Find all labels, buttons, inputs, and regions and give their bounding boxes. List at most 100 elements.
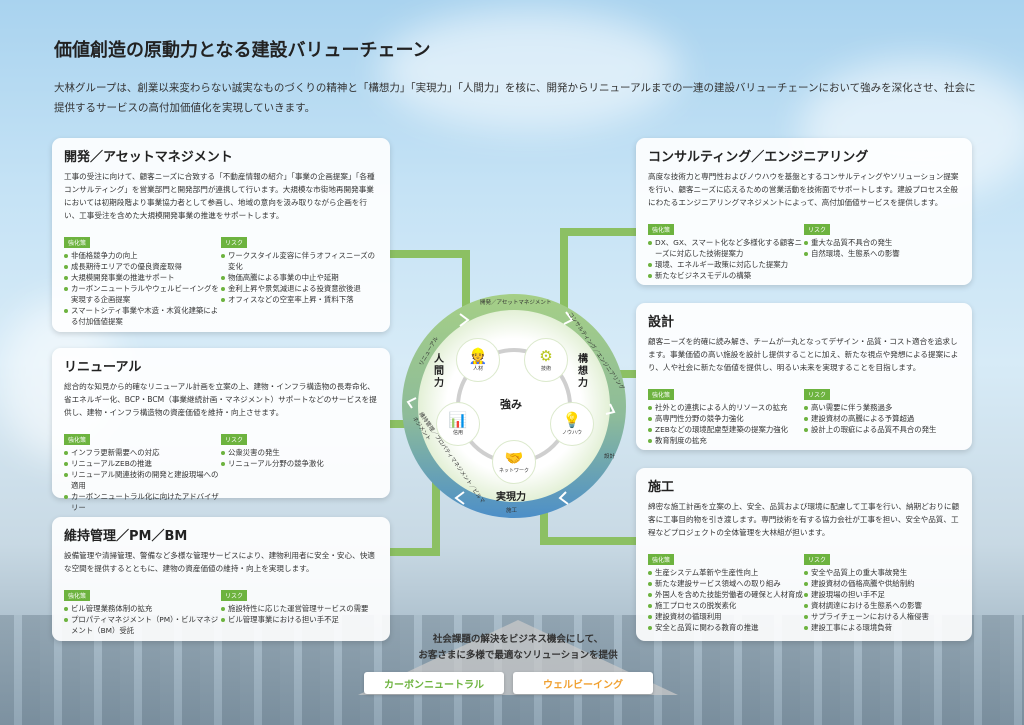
card-description: 設備管理や清掃管理、警備など多様な管理サービスにより、建物利用者に安全・安心、快… <box>64 551 375 573</box>
ring-label-development: 開発／アセットマネジメント <box>480 300 552 306</box>
card-description: 顧客ニーズを的確に読み解き、チームが一丸となってデザイン・品質・コスト適合を追求… <box>648 337 959 372</box>
card-design: 設計 顧客ニーズを的確に読み解き、チームが一丸となってデザイン・品質・コスト適合… <box>636 303 972 450</box>
node-label: ノウハウ <box>561 430 582 436</box>
card-renewal: リニューアル 総合的な知見から的確なリニューアル計画を立案の上、建物・インフラ構… <box>52 348 390 512</box>
card-description: 総合的な知見から的確なリニューアル計画を立案の上、建物・インフラ構造物の長寿命化… <box>64 382 377 417</box>
wellbeing-badge: ウェルビーイング <box>513 672 653 694</box>
strength-item: リニューアル関連技術の開発と建設現場への適用 <box>64 469 221 491</box>
card-title: 設計 <box>648 315 675 330</box>
risk-item: 建設資材の高騰による予算超過 <box>804 413 960 424</box>
strength-item: リニューアルZEBの推進 <box>64 458 221 469</box>
card-description: 綿密な施工計画を立案の上、安全、品質および環境に配慮して工事を行い、納期どおりに… <box>648 502 960 537</box>
value-chain-ring: 開発／アセットマネジメント コンサルティング／エンジニアリング 設計 施工 維持… <box>400 292 628 520</box>
risk-tag: リスク <box>804 554 831 565</box>
strength-item: 新たな建設サービス領域への取り組み <box>648 578 804 589</box>
risk-item: 重大な品質不具合の発生 <box>804 237 960 248</box>
risk-item: 施設特性に応じた運営管理サービスの需要 <box>221 603 378 614</box>
card-columns: 強化策ビル管理業務体制の拡充プロパティマネジメント（PM）・ビルマネジメント（B… <box>64 583 378 636</box>
slogan-line: お客さまに多様で最適なソリューションを提供 <box>418 650 618 661</box>
page-title: 価値創造の原動力となる建設バリューチェーン <box>54 40 431 61</box>
risk-column: リスクワークスタイル変容に伴うオフィスニーズの変化物価高騰による事業の中止や延期… <box>221 230 378 327</box>
card-description: 工事の受注に向けて、顧客ニーズに合致する「不動産情報の紹介」「事業の企画提案」「… <box>64 172 375 220</box>
risk-item: 公衆災害の発生 <box>221 447 378 458</box>
intro-text: 大林グループは、創業以来変わらない誠実なものづくりの精神と「構想力」「実現力」「… <box>54 82 976 114</box>
risk-item: 設計上の瑕疵による品質不具合の発生 <box>804 424 960 435</box>
strength-item: 非価格競争力の向上 <box>64 250 221 261</box>
strength-column: 強化策ビル管理業務体制の拡充プロパティマネジメント（PM）・ビルマネジメント（B… <box>64 583 221 636</box>
risk-item: ワークスタイル変容に伴うオフィスニーズの変化 <box>221 250 378 272</box>
connector <box>432 480 440 555</box>
card-columns: 強化策非価格競争力の向上成長期待エリアでの優良資産取得大規模開発事業の推進サポー… <box>64 230 378 327</box>
strength-item: ビル管理業務体制の拡充 <box>64 603 221 614</box>
risk-list: 高い需要に伴う業務過多建設資材の高騰による予算超過設計上の瑕疵による品質不具合の… <box>804 402 960 435</box>
risk-item: 安全や品質上の重大事故発生 <box>804 567 960 578</box>
strength-tag: 強化策 <box>64 237 91 248</box>
node-label: 人材 <box>472 366 483 372</box>
carbon-neutral-badge: カーボンニュートラル <box>364 672 504 694</box>
risk-item: 建設工事による環境負荷 <box>804 622 960 633</box>
risk-list: 重大な品質不具合の発生自然環境、生態系への影響 <box>804 237 960 259</box>
strength-item: 新たなビジネスモデルの構築 <box>648 270 804 281</box>
strength-column: 強化策生産システム革新や生産性向上新たな建設サービス領域への取り組み外国人を含め… <box>648 547 804 633</box>
risk-list: ワークスタイル変容に伴うオフィスニーズの変化物価高騰による事業の中止や延期金利上… <box>221 250 378 305</box>
strength-item: カーボンニュートラル化に向けたアドバイザリー <box>64 491 221 513</box>
strength-item: DX、GX、スマート化など多様化する顧客ニーズに対応した技術提案力 <box>648 237 804 259</box>
risk-list: 施設特性に応じた運営管理サービスの需要ビル管理事業における担い手不足 <box>221 603 378 625</box>
bar-chart-icon: 📊 <box>448 411 468 429</box>
card-consulting: コンサルティング／エンジニアリング 高度な技術力と専門性およびノウハウを基盤とす… <box>636 138 972 285</box>
risk-item: 高い需要に伴う業務過多 <box>804 402 960 413</box>
power-human: 人間力 <box>434 354 444 389</box>
risk-item: 資材調達における生態系への影響 <box>804 600 960 611</box>
risk-tag: リスク <box>221 434 248 445</box>
connector <box>560 228 568 308</box>
strength-list: ビル管理業務体制の拡充プロパティマネジメント（PM）・ビルマネジメント（BM）受… <box>64 603 221 636</box>
risk-item: サプライチェーンにおける人権侵害 <box>804 611 960 622</box>
strength-node-network: 🤝ネットワーク <box>492 440 536 484</box>
risk-list: 公衆災害の発生リニューアル分野の競争激化 <box>221 447 378 469</box>
risk-item: 建設資材の価格高騰や供給制約 <box>804 578 960 589</box>
strength-item: 施工プロセスの脱炭素化 <box>648 600 804 611</box>
risk-tag: リスク <box>804 389 831 400</box>
risk-column: リスク高い需要に伴う業務過多建設資材の高騰による予算超過設計上の瑕疵による品質不… <box>804 382 960 446</box>
strength-tag: 強化策 <box>64 590 91 601</box>
gear-icon: ⚙ <box>539 347 553 365</box>
strength-item: 教育制度の拡充 <box>648 435 804 446</box>
risk-tag: リスク <box>804 224 831 235</box>
risk-item: 自然環境、生態系への影響 <box>804 248 960 259</box>
card-development: 開発／アセットマネジメント 工事の受注に向けて、顧客ニーズに合致する「不動産情報… <box>52 138 390 332</box>
strength-column: 強化策インフラ更新需要への対応リニューアルZEBの推進リニューアル関連技術の開発… <box>64 427 221 513</box>
risk-item: ビル管理事業における担い手不足 <box>221 614 378 625</box>
strength-tag: 強化策 <box>648 554 675 565</box>
strength-tag: 強化策 <box>648 224 675 235</box>
strength-item: 外国人を含めた技能労働者の確保と人材育成 <box>648 589 804 600</box>
risk-item: 物価高騰による事業の中止や延期 <box>221 272 378 283</box>
card-title: 施工 <box>648 480 675 495</box>
strength-list: DX、GX、スマート化など多様化する顧客ニーズに対応した技術提案力環境、エネルギ… <box>648 237 804 281</box>
card-construction: 施工 綿密な施工計画を立案の上、安全、品質および環境に配慮して工事を行い、納期ど… <box>636 468 972 641</box>
risk-item: オフィスなどの空室率上昇・賃料下落 <box>221 294 378 305</box>
card-title: 開発／アセットマネジメント <box>64 150 233 165</box>
risk-tag: リスク <box>221 590 248 601</box>
slogan-line: 社会課題の解決をビジネス機会にして、 <box>432 634 604 645</box>
card-description: 高度な技術力と専門性およびノウハウを基盤とするコンサルティングやソリューション提… <box>648 172 959 207</box>
strength-item: 環境、エネルギー政策に対応した提案力 <box>648 259 804 270</box>
ring-label-construction: 施工 <box>506 508 518 514</box>
card-title: リニューアル <box>64 360 142 375</box>
strength-column: 強化策非価格競争力の向上成長期待エリアでの優良資産取得大規模開発事業の推進サポー… <box>64 230 221 327</box>
people-icon: 👷 <box>468 347 488 365</box>
card-maintenance: 維持管理／PM／BM 設備管理や清掃管理、警備など多様な管理サービスにより、建物… <box>52 517 390 641</box>
risk-column: リスク安全や品質上の重大事故発生建設資材の価格高騰や供給制約建設現場の担い手不足… <box>804 547 960 633</box>
risk-column: リスク施設特性に応じた運営管理サービスの需要ビル管理事業における担い手不足 <box>221 583 378 636</box>
lightbulb-icon: 💡 <box>562 411 582 429</box>
strength-node-trust: 📊信用 <box>436 402 480 446</box>
handshake-icon: 🤝 <box>504 449 524 467</box>
risk-tag: リスク <box>221 237 248 248</box>
connector <box>560 228 636 236</box>
risk-column: リスク重大な品質不具合の発生自然環境、生態系への影響 <box>804 217 960 281</box>
connector <box>462 250 470 310</box>
strength-tag: 強化策 <box>648 389 675 400</box>
strength-item: 建設資材の循環利用 <box>648 611 804 622</box>
strength-node-knowhow: 💡ノウハウ <box>550 402 594 446</box>
